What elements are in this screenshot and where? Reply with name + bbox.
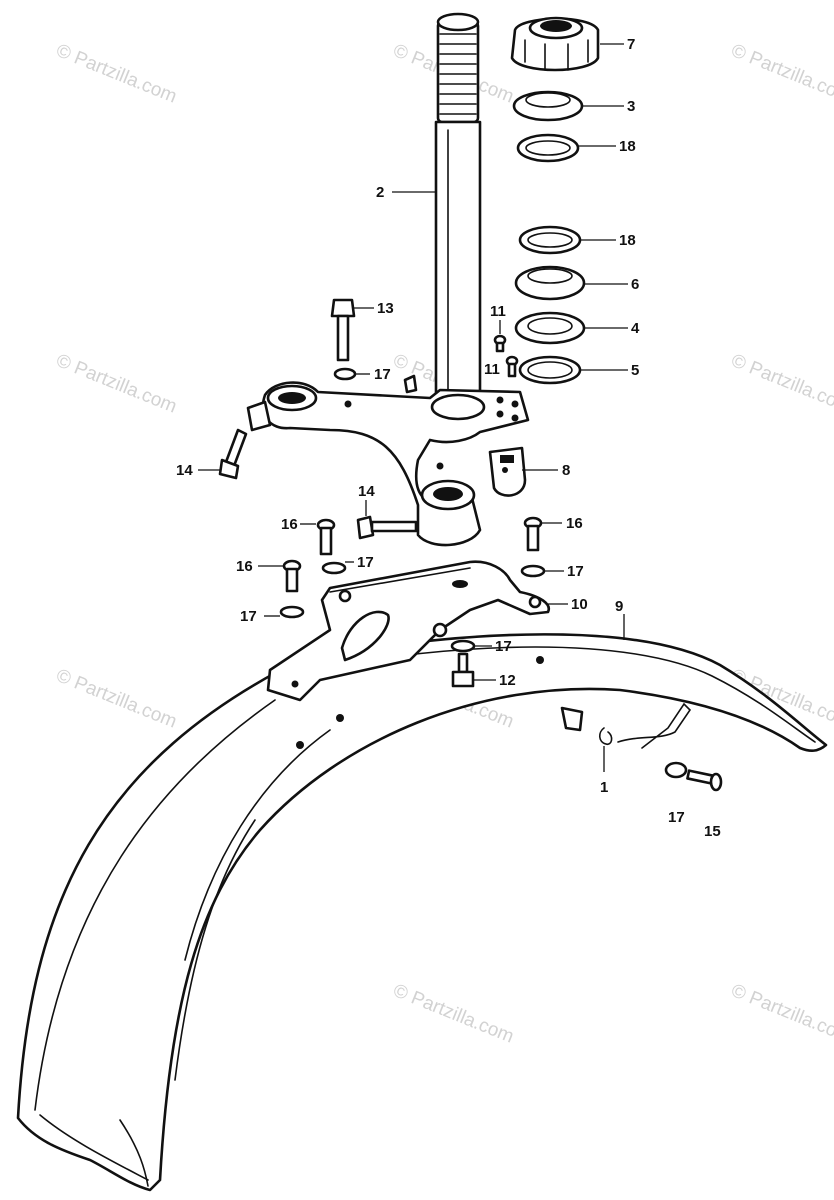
steering-stem: [434, 12, 482, 414]
callout-10: 10: [571, 596, 588, 613]
screw-15: [686, 769, 723, 792]
callout-11-lower: 11: [484, 361, 500, 378]
washer-17-upper: [333, 367, 357, 381]
callout-17-bracket: 17: [495, 638, 512, 655]
screw-16-right: [523, 516, 543, 552]
callout-18-lower: 18: [619, 232, 636, 249]
callout-4: 4: [631, 320, 640, 337]
watermark-text: © Partzilla.com: [53, 665, 180, 732]
steel-balls-bottom: [518, 225, 582, 255]
callout-16-lower-left: 16: [236, 558, 253, 575]
leader-lines: [198, 43, 628, 772]
watermark-text: © Partzilla.com: [53, 40, 180, 107]
callout-17-mid-right: 17: [567, 563, 584, 580]
screw-11-lower: [505, 355, 519, 378]
callout-3: 3: [627, 98, 635, 115]
callout-2: 2: [376, 184, 384, 201]
watermark-text: © Partzilla.com: [53, 350, 180, 417]
callout-17-upper: 17: [374, 366, 391, 383]
fender-stay: [560, 702, 692, 749]
seal-washer: [518, 355, 582, 385]
callout-9: 9: [615, 598, 623, 615]
callout-7: 7: [627, 36, 635, 53]
callout-16-left: 16: [281, 516, 298, 533]
callout-1: 1: [600, 779, 608, 796]
bracket-8: [488, 446, 527, 497]
bottom-bridge: [246, 374, 530, 547]
callout-17-lower-left: 17: [240, 608, 257, 625]
washer-17-mid-right: [520, 564, 546, 578]
top-cone-race: [512, 90, 584, 122]
callout-18-upper: 18: [619, 138, 636, 155]
callout-14-center: 14: [358, 483, 375, 500]
watermark-text: © Partzilla.com: [728, 40, 834, 107]
steering-stem-nut: [510, 16, 600, 72]
steel-balls-top: [516, 133, 580, 163]
stem-threads: [439, 33, 477, 115]
watermark-text: © Partzilla.com: [390, 980, 517, 1047]
fender-bracket-10: [266, 560, 551, 702]
washer-17-bracket: [450, 639, 476, 653]
callout-13: 13: [377, 300, 394, 317]
washer-17-stay: [664, 761, 688, 779]
pinch-bolt-left: [218, 428, 248, 480]
front-fender: [16, 633, 828, 1192]
callout-17-mid-left: 17: [357, 554, 374, 571]
callout-8: 8: [562, 462, 570, 479]
bottom-cone-race: [514, 265, 586, 301]
screw-16-lower-left: [282, 559, 302, 593]
screw-16-left: [316, 518, 336, 556]
bolt-12: [451, 652, 475, 688]
callout-17-stay: 17: [668, 809, 685, 826]
callout-5: 5: [631, 362, 639, 379]
callout-11-upper: 11: [490, 303, 506, 320]
washer-17-lower-left: [279, 605, 305, 619]
dust-seal: [514, 311, 586, 345]
bolt-14-center: [356, 515, 418, 540]
washer-17-mid-left: [321, 561, 347, 575]
bolt-13: [330, 298, 356, 362]
callout-15: 15: [704, 823, 721, 840]
watermark-text: © Partzilla.com: [728, 350, 834, 417]
callout-6: 6: [631, 276, 639, 293]
callout-labels: 7 3 18 2 18 6 4 5 13 17 11 11 8 14 14 16…: [176, 36, 721, 840]
callout-12: 12: [499, 672, 516, 689]
watermark-text: © Partzilla.com: [728, 980, 834, 1047]
callout-16-right: 16: [566, 515, 583, 532]
screw-11-upper: [493, 334, 507, 353]
callout-14-left: 14: [176, 462, 193, 479]
clip-1: [598, 727, 613, 746]
